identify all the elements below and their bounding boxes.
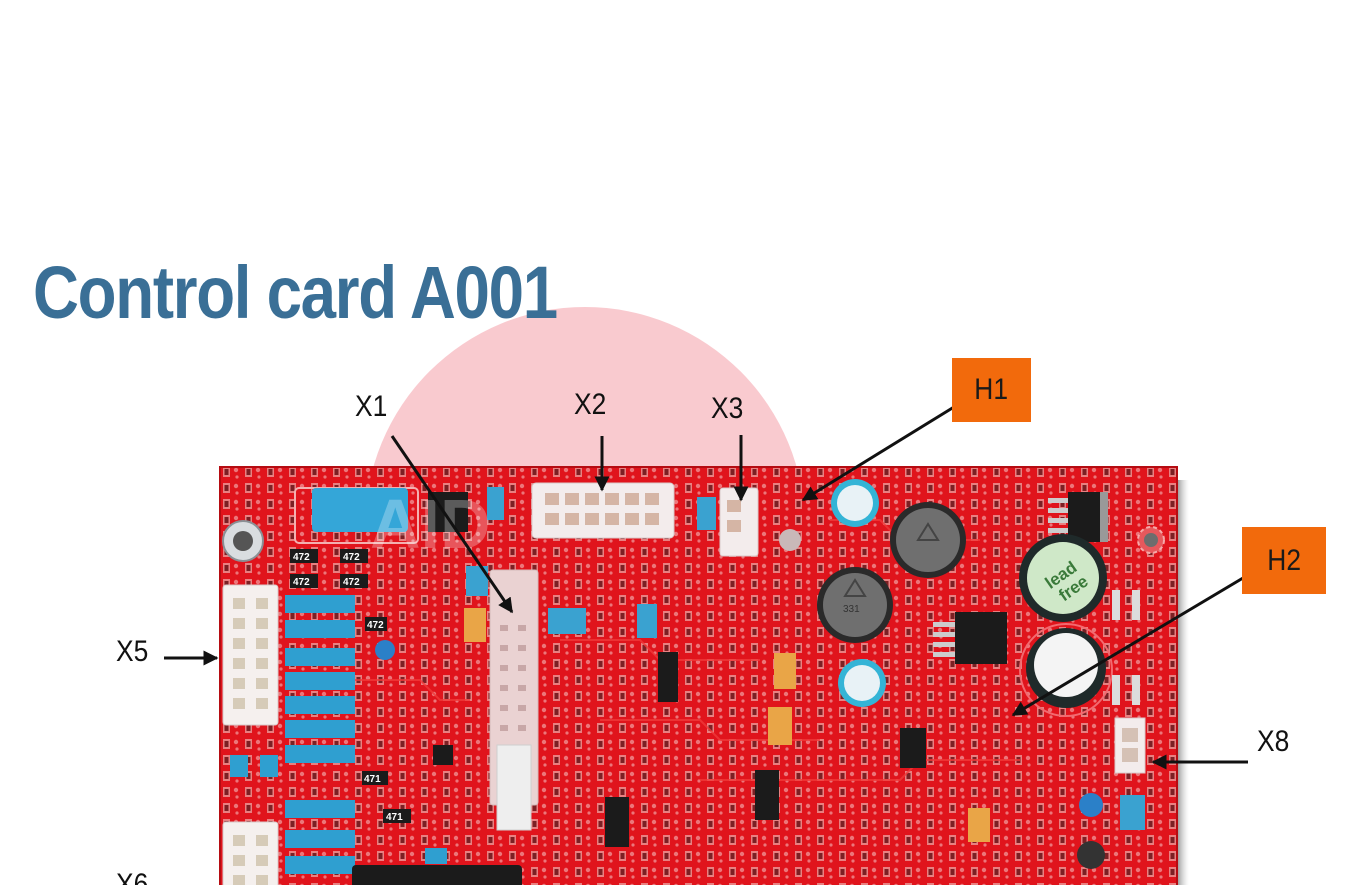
label-x6: X6 — [116, 868, 149, 885]
label-x8: X8 — [1257, 725, 1290, 758]
resistor-code: 472 — [343, 577, 360, 588]
integrated-circuits — [352, 652, 926, 885]
film-capacitor — [312, 488, 408, 532]
test-pad — [779, 529, 801, 551]
x1-connector — [489, 569, 539, 831]
inductor-l2: 331 — [817, 567, 893, 643]
label-x1: X1 — [355, 390, 388, 423]
transistor-q2 — [1077, 841, 1105, 869]
mounting-hole-right — [1137, 526, 1165, 554]
electrolytic-capacitor-c20 — [838, 659, 886, 707]
label-h1: H1 — [974, 373, 1009, 406]
slide-title: Control card A001 — [33, 251, 558, 334]
blue-capacitor — [466, 566, 488, 596]
small-blue-capacitor — [487, 487, 504, 520]
label-x5: X5 — [116, 635, 149, 668]
label-x2: X2 — [574, 388, 607, 421]
tantalum-capacitor — [464, 608, 486, 642]
label-x3: X3 — [711, 392, 744, 425]
trimmer-capacitor — [1079, 793, 1103, 817]
blue-capacitor-x8 — [1120, 795, 1145, 830]
resistor-code: 472 — [293, 552, 310, 563]
electrolytic-capacitor-top — [831, 479, 879, 527]
capacitor-bank-left — [230, 595, 447, 874]
tantalum-capacitor — [768, 707, 792, 745]
x5-connector — [222, 584, 279, 726]
callout-h2: H2 — [1242, 527, 1326, 594]
blue-capacitor-x2 — [697, 497, 716, 530]
x2-connector — [531, 482, 675, 539]
callout-h1: H1 — [952, 358, 1031, 422]
trimmer-left — [375, 640, 395, 660]
x8-connector — [1114, 717, 1146, 774]
resistor-labels: 472 472 472 472 472 471 471 — [290, 549, 411, 823]
inductor-l1 — [890, 502, 966, 578]
r1-component — [428, 492, 468, 532]
blue-capacitor — [548, 608, 586, 634]
label-h2: H2 — [1267, 543, 1301, 577]
board-shadow — [1177, 480, 1189, 885]
regulator-n1 — [1048, 492, 1108, 542]
tantalum-capacitor — [774, 653, 796, 689]
inductor-marking: 331 — [843, 604, 860, 615]
tantalum-capacitor — [968, 808, 990, 842]
mounting-hole-left — [222, 520, 264, 562]
regulator-n2 — [933, 612, 1007, 664]
resistor-code: 472 — [343, 552, 360, 563]
resistor-code: 471 — [386, 812, 403, 823]
resistor-code: 471 — [364, 774, 381, 785]
blue-capacitor — [637, 604, 657, 638]
lead-free-capacitor: lead free — [1019, 534, 1107, 622]
resistor-code: 472 — [293, 577, 310, 588]
x6-connector — [222, 821, 279, 885]
resistor-code: 472 — [367, 620, 384, 631]
capacitor-c12 — [1019, 623, 1113, 717]
x3-connector — [719, 487, 759, 557]
